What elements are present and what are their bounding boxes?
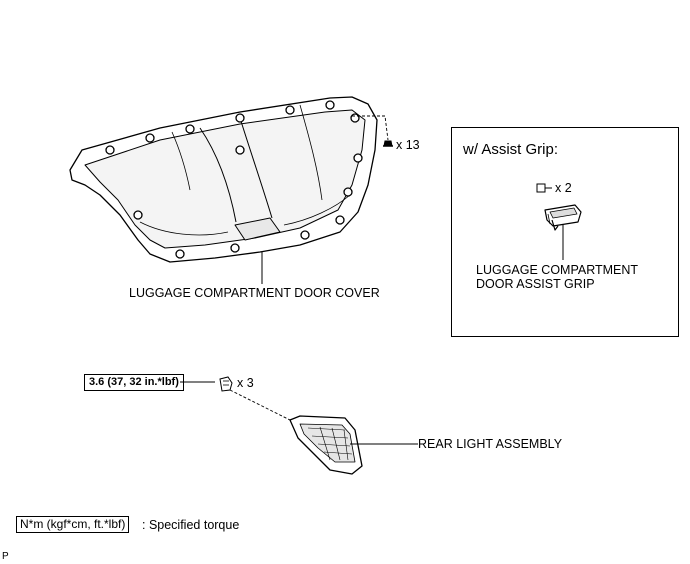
- clip-count-label: x 13: [396, 138, 420, 152]
- nut-leader: [229, 389, 301, 426]
- screw-icon: [536, 183, 552, 193]
- inset-title: w/ Assist Grip:: [463, 141, 559, 158]
- torque-legend-box: N*m (kgf*cm, ft.*lbf): [16, 516, 130, 533]
- door-cover-label: LUGGAGE COMPARTMENT DOOR COVER: [129, 286, 380, 300]
- assist-grip-label-line1: LUGGAGE COMPARTMENT: [476, 263, 639, 277]
- torque-spec-box: 3.6 (37, 32 in.*lbf): [84, 374, 184, 391]
- rear-light-part: [289, 415, 363, 475]
- screw-count-label: x 2: [555, 181, 572, 195]
- assist-grip-inset: [451, 127, 679, 337]
- corner-mark: P: [2, 551, 9, 562]
- door-cover-part: [69, 96, 378, 263]
- torque-legend-text: : Specified torque: [142, 518, 240, 532]
- assist-grip-part: [544, 204, 582, 231]
- nut-icon: [219, 376, 233, 392]
- clip-leader: [352, 115, 389, 141]
- clip-icon: [383, 140, 393, 147]
- nut-count-label: x 3: [237, 376, 254, 390]
- rear-light-label: REAR LIGHT ASSEMBLY: [418, 437, 563, 451]
- assist-grip-label-line2: DOOR ASSIST GRIP: [476, 277, 595, 291]
